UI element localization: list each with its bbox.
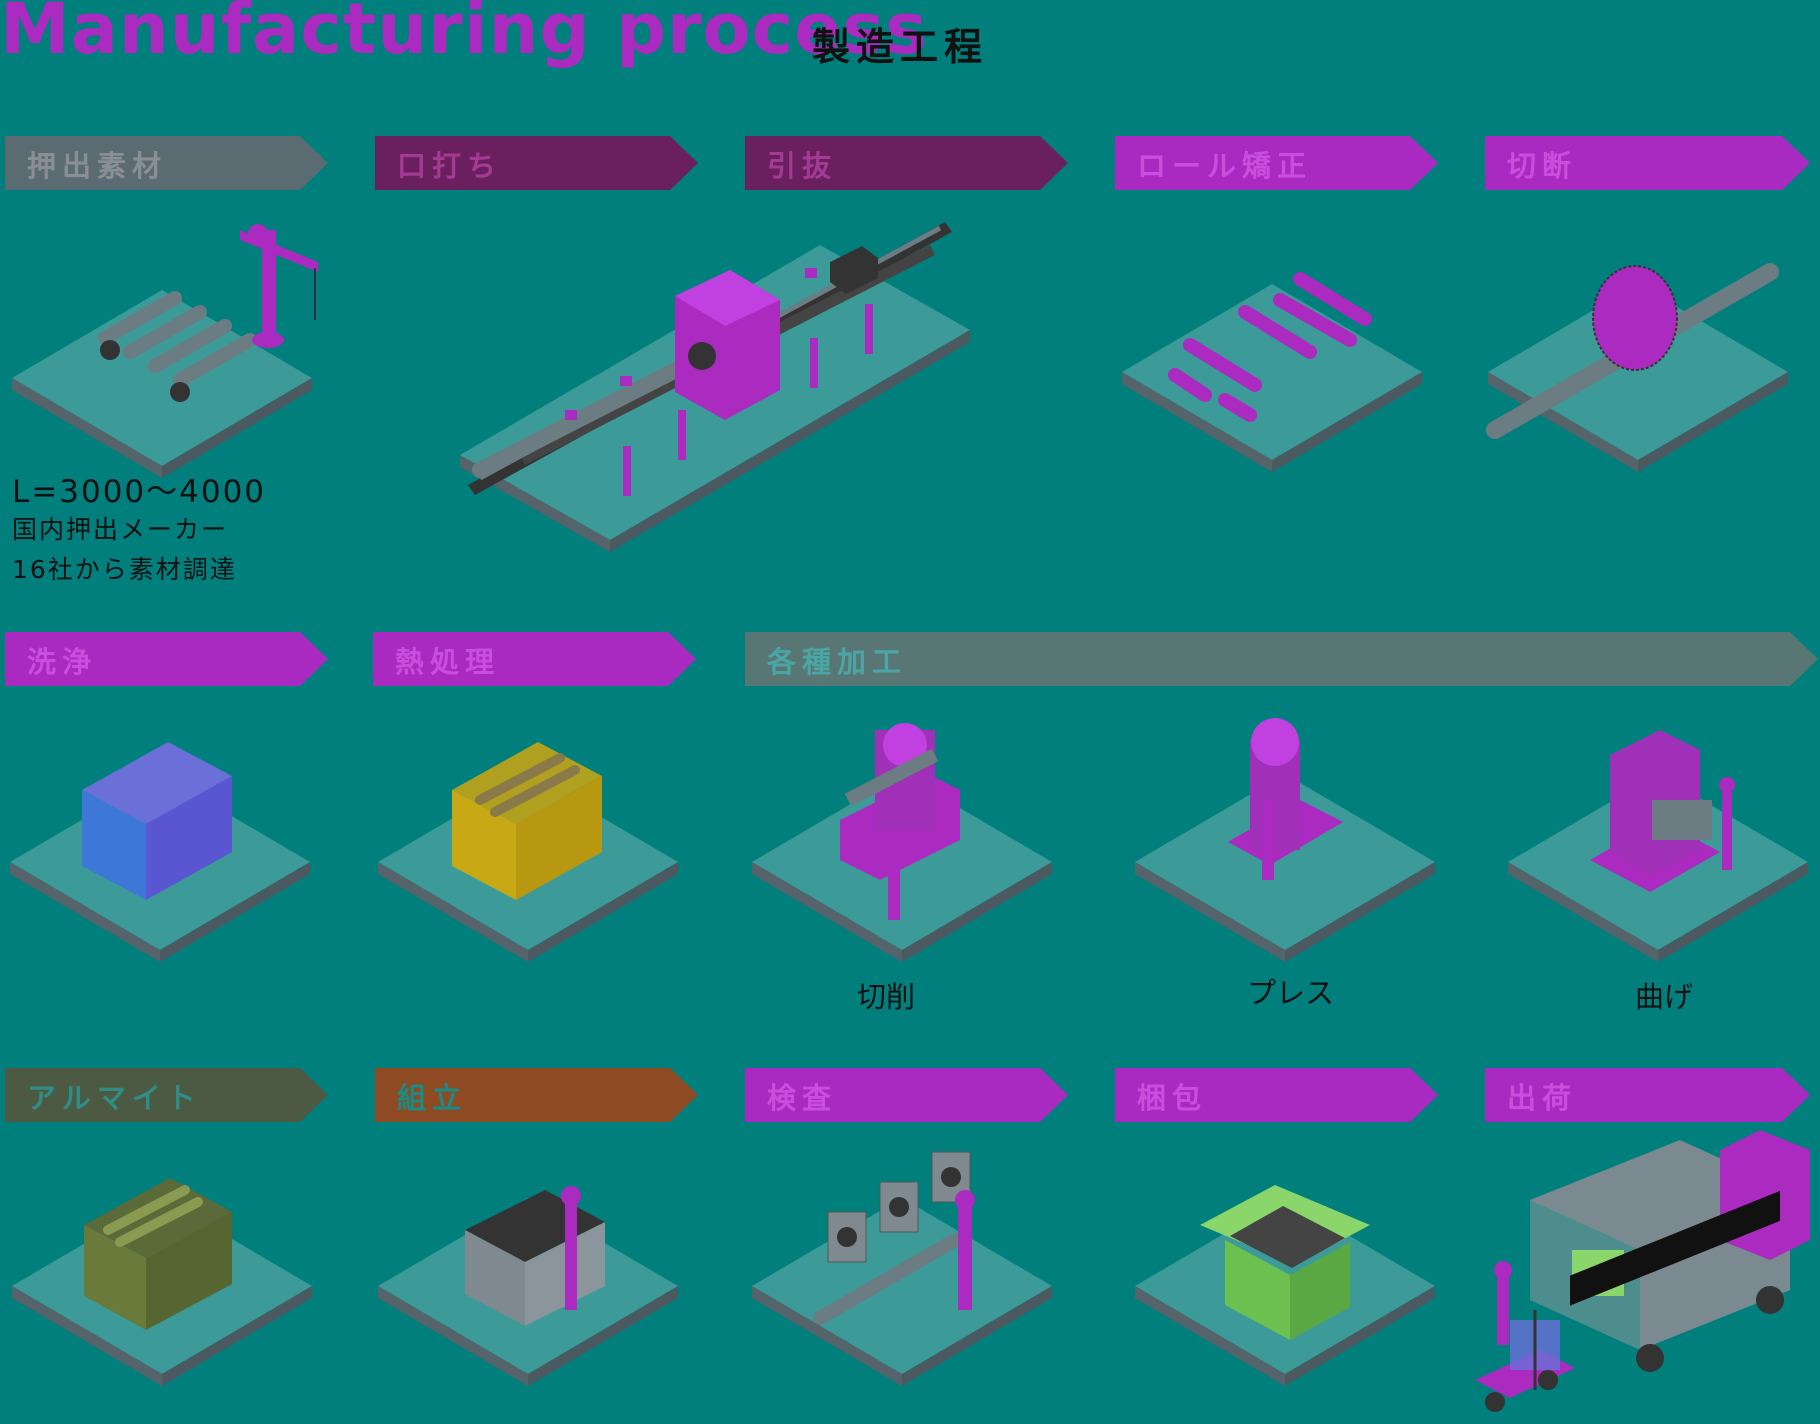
anodizing-tank-icon [84,1178,232,1330]
step-assembly: 組立 [375,1068,698,1122]
step-various-processing: 各種加工 [745,632,1818,686]
bending-machine-icon [1590,730,1735,892]
drill-press-icon [1228,718,1343,880]
step-extrusion-material: 押出素材 [5,136,328,190]
caption-press: プレス [1247,976,1335,1010]
shipping-truck-icon [1530,1130,1810,1372]
caption-bending: 曲げ [1635,980,1694,1014]
milling-machine-icon [840,723,960,920]
step-roll-straightening: ロール矯正 [1115,136,1438,190]
material-length-note: L=3000～4000 [12,474,267,510]
page-subtitle: 製造工程 [812,25,989,69]
inspection-gauges-icon [813,1151,975,1325]
supplier-note-2: 16社から素材調達 [12,555,237,584]
forklift-icon [1475,1261,1575,1412]
step-shipping: 出荷 [1485,1068,1810,1122]
caption-cutting: 切削 [857,980,916,1014]
drawing-machine-icon [468,222,952,496]
straightened-pipes-icon [1168,272,1372,422]
step-packing: 梱包 [1115,1068,1438,1122]
step-pointing: 口打ち [375,136,698,190]
heat-treatment-tank-icon [452,742,602,900]
supplier-note-1: 国内押出メーカー [12,515,229,544]
step-inspection: 検査 [745,1068,1068,1122]
page-title: Manufacturing process [0,0,928,70]
packing-box-icon [1200,1185,1370,1340]
platform-roll [1122,284,1422,472]
step-cutting: 切断 [1485,136,1810,190]
step-drawing: 引抜 [745,136,1068,190]
assembly-cart-icon [465,1186,605,1326]
crane-icon [240,224,318,348]
step-heat-treatment: 熱処理 [373,632,696,686]
step-anodizing: アルマイト [5,1068,328,1122]
cutting-saw-icon [1486,263,1779,439]
extrusion-pipes-icon [98,291,257,402]
washing-tank-icon [82,742,232,900]
step-washing: 洗浄 [5,632,328,686]
